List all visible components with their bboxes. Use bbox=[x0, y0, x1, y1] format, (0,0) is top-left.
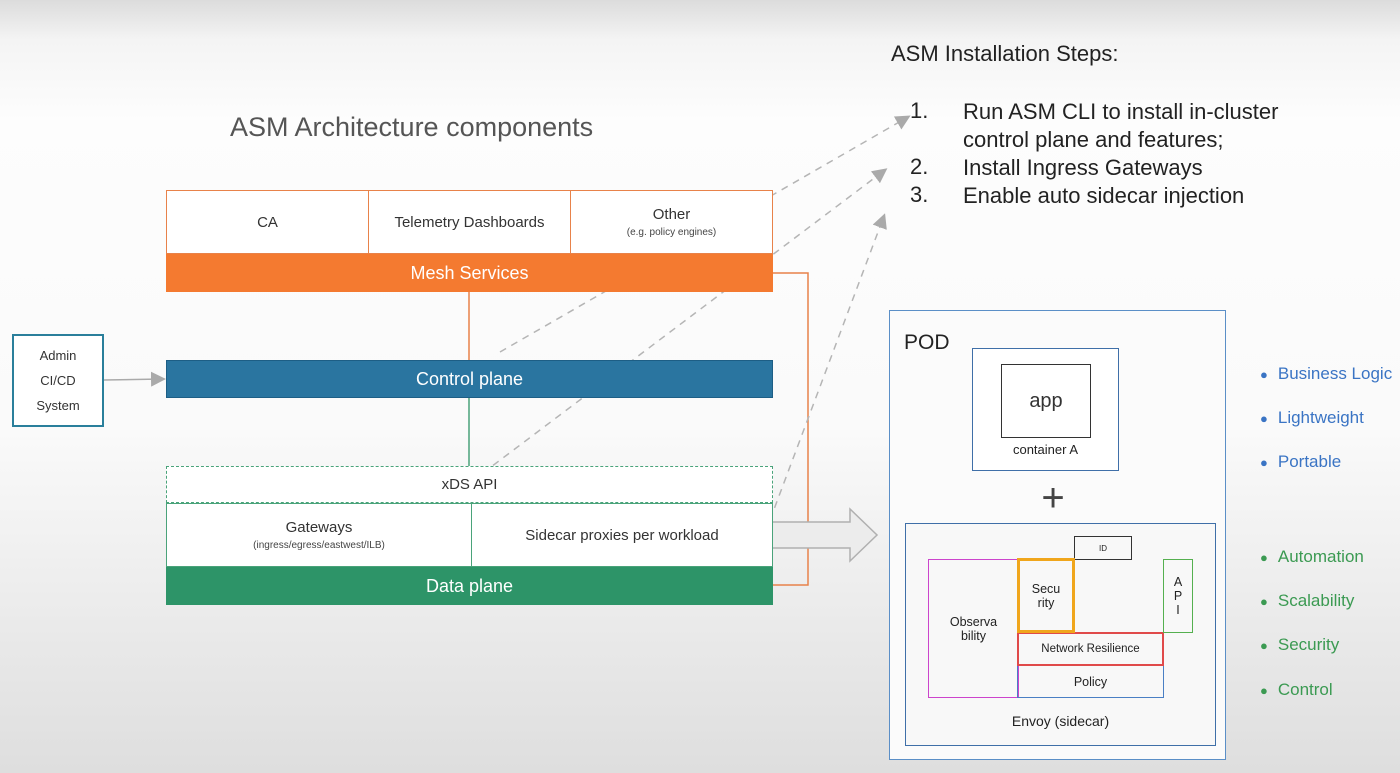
attr-business-logic: ● Business Logic bbox=[1260, 364, 1392, 384]
other-cell: Other (e.g. policy engines) bbox=[570, 190, 773, 254]
attr-business-logic-label: Business Logic bbox=[1277, 364, 1393, 383]
attr-automation-label: Automation bbox=[1277, 547, 1364, 566]
bullet-icon: ● bbox=[1260, 454, 1268, 470]
admin-label: Admin bbox=[39, 348, 77, 363]
security-line-1: Secu bbox=[1031, 581, 1061, 596]
bullet-icon: ● bbox=[1260, 637, 1268, 653]
id-label: ID bbox=[1099, 543, 1107, 553]
gateways-sublabel: (ingress/egress/eastwest/ILB) bbox=[253, 540, 385, 551]
bullet-icon: ● bbox=[1260, 593, 1268, 609]
data-plane-bar: Data plane bbox=[166, 567, 773, 605]
attr-control: ● Control bbox=[1260, 680, 1333, 700]
xds-api-label: xDS API bbox=[441, 476, 498, 493]
attr-portable-label: Portable bbox=[1277, 452, 1342, 471]
telemetry-dashboards-label: Telemetry Dashboards bbox=[394, 213, 545, 231]
app-box: app bbox=[1001, 364, 1091, 438]
step-1-line-1: Run ASM CLI to install in-cluster bbox=[963, 99, 1279, 124]
policy-label: Policy bbox=[1073, 674, 1108, 689]
sidecar-proxies-cell: Sidecar proxies per workload bbox=[471, 503, 773, 567]
bullet-icon: ● bbox=[1260, 410, 1268, 426]
cicd-label: CI/CD bbox=[40, 373, 76, 388]
plus-icon: + bbox=[1041, 476, 1065, 520]
api-letter-a: A bbox=[1173, 575, 1183, 589]
control-plane-bar: Control plane bbox=[166, 360, 773, 398]
api-letter-p: P bbox=[1173, 589, 1183, 603]
envoy-sidecar-label: Envoy (sidecar) bbox=[1011, 713, 1110, 729]
data-plane-label: Data plane bbox=[425, 575, 514, 596]
installation-steps-title: ASM Installation Steps: bbox=[891, 41, 1119, 66]
step3-dashed-arrow bbox=[769, 213, 887, 521]
mesh-services-bar: Mesh Services bbox=[166, 254, 773, 292]
attr-portable: ● Portable bbox=[1260, 452, 1341, 472]
control-plane-label: Control plane bbox=[415, 368, 524, 389]
gateways-cell: Gateways (ingress/egress/eastwest/ILB) bbox=[166, 503, 472, 567]
api-box: A P I bbox=[1163, 559, 1193, 633]
attr-scalability: ● Scalability bbox=[1260, 591, 1354, 611]
container-a-label: container A bbox=[1012, 441, 1079, 457]
sidecar-to-pod-block-arrow bbox=[759, 507, 879, 563]
step-1-number: 1. bbox=[910, 98, 929, 123]
observability-line-2: bility bbox=[960, 628, 986, 643]
architecture-title: ASM Architecture components bbox=[230, 112, 594, 142]
attr-automation: ● Automation bbox=[1260, 547, 1364, 567]
pod-label: POD bbox=[904, 331, 950, 354]
bullet-icon: ● bbox=[1260, 682, 1268, 698]
xds-api-box: xDS API bbox=[166, 466, 773, 503]
network-resilience-label: Network Resilience bbox=[1041, 643, 1140, 655]
api-letter-i: I bbox=[1176, 603, 1180, 617]
step-1-line-2: control plane and features; bbox=[963, 127, 1224, 152]
bullet-icon: ● bbox=[1260, 366, 1268, 382]
security-line-2: rity bbox=[1037, 595, 1055, 610]
attr-lightweight: ● Lightweight bbox=[1260, 408, 1364, 428]
other-sublabel: (e.g. policy engines) bbox=[626, 227, 717, 238]
step-3-number: 3. bbox=[910, 182, 929, 207]
bullet-icon: ● bbox=[1260, 549, 1268, 565]
admin-to-control-arrow bbox=[103, 371, 166, 387]
policy-box: Policy bbox=[1017, 665, 1164, 698]
mesh-to-data-loop bbox=[773, 272, 809, 586]
step-3-line-1: Enable auto sidecar injection bbox=[963, 183, 1245, 208]
observability-line-1: Observa bbox=[949, 614, 998, 629]
ca-cell: CA bbox=[166, 190, 369, 254]
installation-step-3: 3. Enable auto sidecar injection bbox=[910, 182, 1340, 210]
telemetry-dashboards-cell: Telemetry Dashboards bbox=[368, 190, 571, 254]
sidecar-proxies-label: Sidecar proxies per workload bbox=[525, 526, 719, 544]
network-resilience-box: Network Resilience bbox=[1017, 632, 1164, 666]
attr-control-label: Control bbox=[1277, 680, 1333, 699]
installation-step-1: 1. Run ASM CLI to install in-cluster con… bbox=[910, 98, 1340, 156]
admin-cicd-box: Admin CI/CD System bbox=[12, 334, 104, 427]
id-box: ID bbox=[1074, 536, 1132, 560]
security-box: Secu rity bbox=[1017, 558, 1075, 633]
step-2-number: 2. bbox=[910, 154, 929, 179]
gateways-label: Gateways bbox=[285, 519, 353, 536]
mesh-services-label: Mesh Services bbox=[410, 262, 529, 283]
attr-security-label: Security bbox=[1277, 635, 1340, 654]
attr-lightweight-label: Lightweight bbox=[1277, 408, 1364, 427]
step2-dashed-arrow bbox=[409, 168, 888, 529]
attr-security: ● Security bbox=[1260, 635, 1339, 655]
ca-label: CA bbox=[257, 213, 278, 231]
app-label: app bbox=[1029, 389, 1063, 412]
step-2-line-1: Install Ingress Gateways bbox=[963, 155, 1203, 180]
observability-box: Observa bility bbox=[928, 559, 1019, 698]
installation-step-2: 2. Install Ingress Gateways bbox=[910, 154, 1340, 182]
other-label: Other bbox=[652, 206, 691, 223]
system-label: System bbox=[36, 398, 80, 413]
attr-scalability-label: Scalability bbox=[1277, 591, 1355, 610]
